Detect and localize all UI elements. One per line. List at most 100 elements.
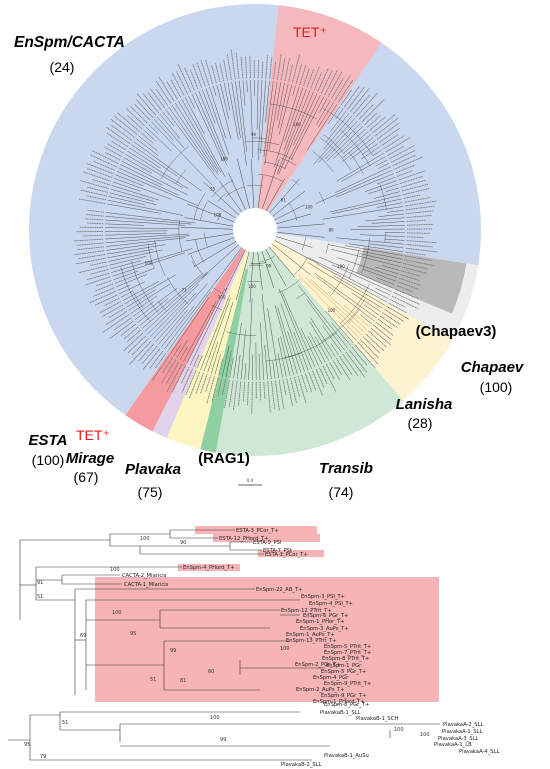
tip-branch <box>322 325 342 353</box>
tip-branch <box>371 221 405 224</box>
tip-label-mark <box>223 59 229 81</box>
tip-label-mark <box>200 60 210 86</box>
tip-branch <box>144 273 208 332</box>
inner-support-value: 99 <box>251 132 257 137</box>
internal-branch <box>226 331 257 336</box>
tip-branch <box>218 358 224 376</box>
tip-branch <box>159 113 181 140</box>
tip-branch <box>361 146 380 160</box>
tip-label-mark <box>125 108 145 126</box>
tip-branch <box>106 243 157 251</box>
trunk-branch <box>203 181 240 216</box>
tip-label-mark <box>364 112 377 126</box>
tip-label-mark <box>79 180 109 190</box>
circular-tree-tip-labels <box>73 49 438 414</box>
tet-box-enspm-clade <box>95 577 439 702</box>
tip-branch <box>277 306 298 374</box>
tip-label-mark <box>342 353 359 376</box>
tip-label-mark <box>401 270 420 277</box>
tip-label-mark <box>155 80 172 104</box>
tip-branch <box>360 314 373 325</box>
tip-label-mark <box>373 324 392 340</box>
tip-label-mark <box>240 56 244 79</box>
tip-label-mark <box>317 67 329 92</box>
tip-branch <box>126 289 156 308</box>
clade-transib-label: Transib <box>319 460 373 477</box>
tip-branch <box>306 104 338 151</box>
internal-branch <box>191 261 196 268</box>
support-value: 99 <box>220 737 226 743</box>
tip-branch <box>343 304 370 328</box>
tip-branch <box>155 283 208 343</box>
support-value: 100 <box>280 646 290 652</box>
tip-branch <box>120 164 163 185</box>
tip-branch <box>250 80 254 158</box>
tip-label-mark <box>242 381 246 403</box>
support-value: 91 <box>37 580 43 586</box>
internal-branch <box>340 129 371 167</box>
tip-label-mark <box>245 56 248 79</box>
tip-label-mark <box>192 63 203 88</box>
tip-branch <box>316 263 387 303</box>
tip-branch <box>342 134 371 159</box>
internal-branch <box>325 243 329 254</box>
tip-label-mark <box>105 151 121 161</box>
tet-box-esta3 <box>195 526 317 534</box>
tip-branch <box>309 332 326 363</box>
tip-label-mark <box>185 370 197 396</box>
tip-branch <box>359 234 405 237</box>
internal-branch <box>258 174 283 182</box>
clade-sector-plavaka <box>166 230 255 450</box>
tip-label-mark <box>402 266 428 274</box>
support-value: 51 <box>62 720 68 726</box>
trunk-branch <box>275 236 313 248</box>
tip-label-mark <box>205 59 214 85</box>
tip-branch <box>222 345 230 377</box>
tip-branch <box>107 249 154 259</box>
clade-chapaev-count: (100) <box>480 379 513 395</box>
tip-label-mark <box>135 99 154 118</box>
tip-branch <box>276 82 285 121</box>
internal-branch <box>322 108 374 156</box>
trunk-branch <box>236 251 250 300</box>
tip-label-mark <box>319 367 328 384</box>
tip-label-mark <box>93 160 116 171</box>
tip-label-mark <box>322 365 337 393</box>
tip-label-mark <box>360 339 379 359</box>
internal-branch <box>217 193 226 202</box>
tip-label-mark <box>269 56 273 79</box>
tip-branch <box>156 116 185 149</box>
tip-branch <box>274 86 300 167</box>
tip-branch <box>105 237 186 247</box>
internal-branch <box>251 262 261 264</box>
tip-label-mark <box>78 198 106 205</box>
internal-branch <box>147 243 155 270</box>
internal-branch <box>318 191 325 204</box>
tip-branch <box>134 288 178 321</box>
tip-branch <box>128 283 171 311</box>
trunk-branch <box>207 200 237 219</box>
inner-support-value: 100 <box>214 212 222 217</box>
tip-branch <box>109 192 157 206</box>
internal-branch <box>247 184 263 187</box>
tip-label-mark <box>129 340 152 365</box>
tip-branch <box>387 209 404 213</box>
tip-branch <box>118 167 179 196</box>
tip-label-mark <box>149 88 165 109</box>
tip-label-mark <box>111 141 126 151</box>
tip-branch <box>381 265 400 271</box>
tip-branch <box>323 115 353 150</box>
tip-branch <box>186 288 226 364</box>
tip-label-mark <box>104 297 120 306</box>
tip-label-mark <box>406 240 437 244</box>
tip-label-mark <box>261 61 264 79</box>
tip-branch <box>193 354 200 367</box>
leaf-label: EnSpm-22_AB_T+ <box>256 587 303 593</box>
tip-label-mark <box>171 365 187 394</box>
internal-branch <box>384 232 386 243</box>
tip-branch <box>112 252 185 277</box>
internal-branch <box>217 214 221 221</box>
tip-label-mark <box>149 350 164 369</box>
leaf-label: PlavakaB-1_SLL <box>320 710 361 716</box>
